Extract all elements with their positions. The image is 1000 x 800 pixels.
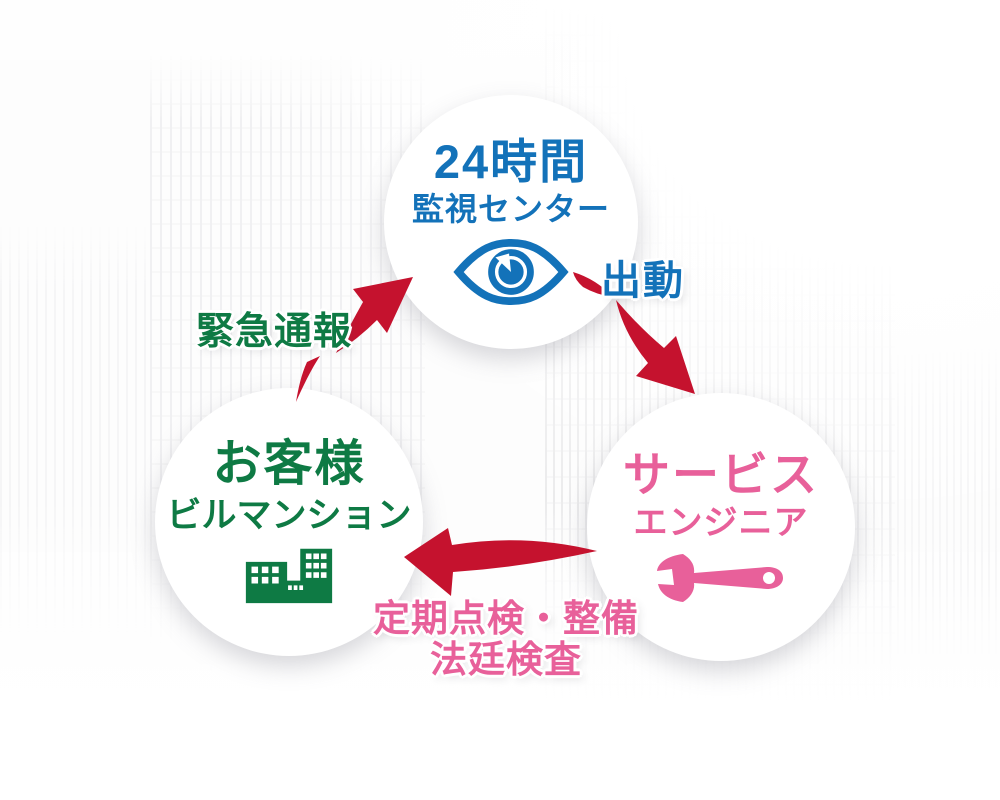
service-engineer-title: サービス	[623, 447, 819, 501]
wrench-icon	[657, 554, 783, 603]
label-maintenance-line1: 定期点検・整備	[373, 598, 639, 639]
node-monitoring-center: 24時間 監視センター	[384, 95, 638, 349]
monitoring-center-title: 24時間	[433, 135, 589, 189]
customer-title: お客様	[212, 437, 366, 492]
background-building-far-left	[0, 225, 150, 655]
service-engineer-subtitle: エンジニア	[633, 504, 809, 543]
label-maintenance-line2: 法廷検査	[430, 639, 582, 681]
label-emergency-report: 緊急通報	[196, 311, 353, 353]
label-dispatch: 出動	[601, 259, 685, 303]
building-icon	[245, 548, 333, 603]
customer-subtitle: ビルマンション	[166, 495, 412, 535]
label-maintenance: 定期点検・整備 法廷検査	[350, 598, 662, 681]
monitoring-center-subtitle: 監視センター	[411, 191, 610, 228]
background-building-right	[890, 330, 1000, 690]
eye-icon	[453, 238, 569, 306]
